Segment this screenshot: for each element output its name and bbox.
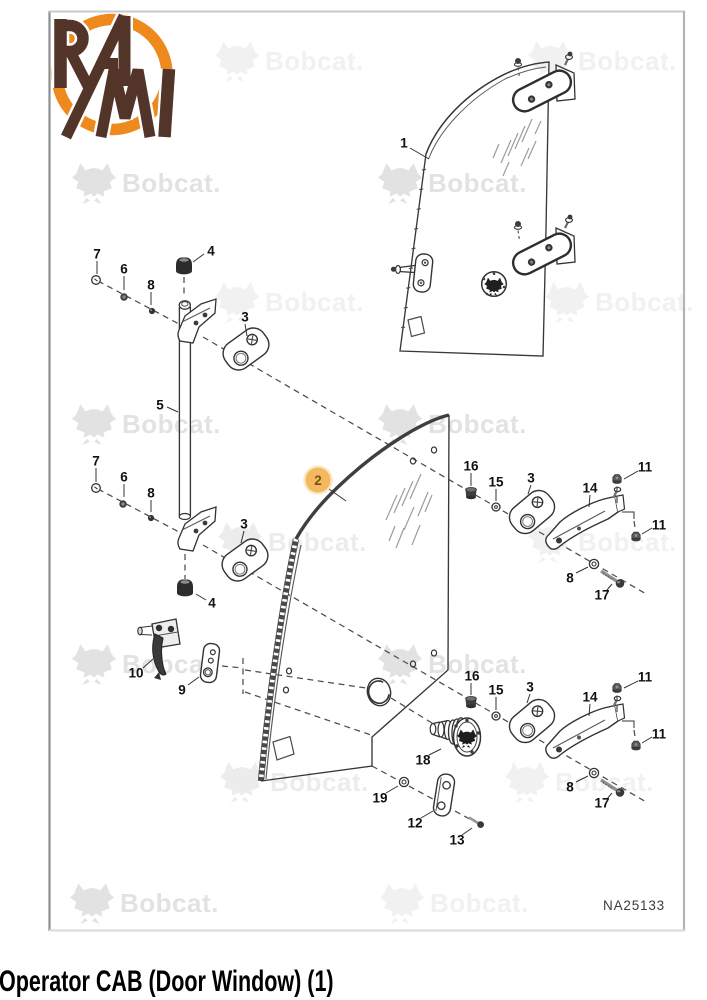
part-washer-8-lower [147,514,155,522]
page-caption: Operator CAB (Door Window) (1) [0,966,334,998]
part-nut-6-upper [120,293,128,301]
knob-hole-with-ring [366,677,392,707]
glass-mounting-holes [282,446,438,694]
part-latch-handle [137,618,181,680]
callout-6a: 6 [120,262,128,277]
callout-8a: 8 [147,278,155,293]
window-seal-ticks [401,168,426,329]
part-door-window-glass [257,413,450,782]
callout-18: 18 [415,753,431,768]
callout-15b: 15 [488,683,504,698]
part-hinge-rod-assembly [91,257,275,597]
callout-14b: 14 [582,690,598,705]
callout-11c: 11 [638,670,653,685]
callout-4b: 4 [208,596,216,611]
callout-14a: 14 [582,481,598,496]
callout-11a: 11 [638,460,653,475]
part-cap-4-lower [177,579,193,597]
callout-8d: 8 [566,780,574,795]
diagram-frame [48,10,686,932]
callout-16b: 16 [464,669,480,684]
callout-labels: 1 7 6 8 4 3 5 7 6 8 3 4 10 9 2 16 15 3 1… [92,136,666,848]
callout-3c: 3 [527,471,535,486]
callout-5: 5 [156,398,164,413]
assembly-axis-lines [97,277,649,824]
callout-9: 9 [178,683,186,698]
callout-1: 1 [400,136,408,151]
part-cap-4-upper [176,257,192,275]
callout-6b: 6 [120,470,128,485]
glass-label-sticker [272,735,295,761]
callout-10: 10 [128,666,143,681]
callout-3d: 3 [526,680,534,695]
callout-4a: 4 [207,244,215,259]
rami-logo: RA MI [51,12,178,141]
callout-8c: 8 [566,571,574,586]
part-screw-7-upper [91,275,101,285]
glass-shine-hatching-2 [385,473,433,549]
callout-15a: 15 [488,475,504,490]
callout-8b: 8 [147,486,155,501]
callout-11b: 11 [652,518,667,533]
callout-19: 19 [372,791,387,806]
callout-2-highlight [303,465,333,495]
part-window-knob [429,717,482,757]
logo-letters: RA MI [51,12,178,141]
part-washer-8-upper [148,307,156,315]
part-bracket-12 [432,773,456,817]
part-washer-19 [398,776,410,788]
callout-16a: 16 [463,459,479,474]
callout-7b: 7 [92,454,100,469]
callout-17a: 17 [594,588,609,603]
callout-12: 12 [407,816,422,831]
callout-3b: 3 [240,517,248,532]
part-nut-6-lower [119,500,127,508]
window-latch-pin [390,253,434,293]
callout-13: 13 [449,833,465,848]
logo-text-top: RA [54,13,131,140]
brand-emblem [480,270,508,298]
callout-7a: 7 [93,247,101,262]
callout-leader-lines [95,147,653,836]
window-label-sticker [407,315,426,338]
part-screw-7-lower [91,483,101,493]
logo-text-bottom: MI [95,68,176,139]
part-door-window-upper [390,50,577,357]
glass-shine-hatching [492,118,542,177]
part-latch-plate [199,642,221,684]
figure-code: NA25133 [603,898,665,913]
callout-3a: 3 [241,310,249,325]
callout-2: 2 [314,473,322,488]
callout-17b: 17 [594,796,609,811]
callout-11d: 11 [652,727,667,742]
